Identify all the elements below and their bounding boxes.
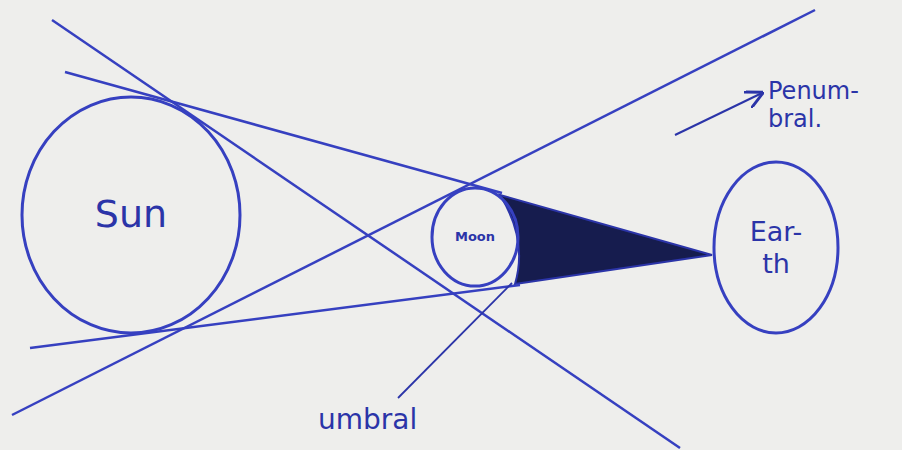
body-label: Ear- th [741,216,811,278]
earth-circle: Ear- th [712,160,840,335]
body-outline [22,97,240,333]
tangent-line [52,20,680,448]
pointer-arrow [675,93,762,135]
leader-line [398,283,512,398]
body-label: Moon [455,230,495,245]
tangent-line [30,285,520,348]
body-label: Sun [95,193,167,237]
moon-circle: Moon [430,186,520,288]
umbra-shadow [500,195,712,284]
body-outline [714,162,838,333]
tangent-line [65,72,502,193]
sun-circle: Sun [20,95,242,335]
tangent-line [12,10,815,415]
region-label: umbral [318,404,417,436]
body-outline [432,188,518,286]
region-label: Penum- bral. [768,78,868,133]
